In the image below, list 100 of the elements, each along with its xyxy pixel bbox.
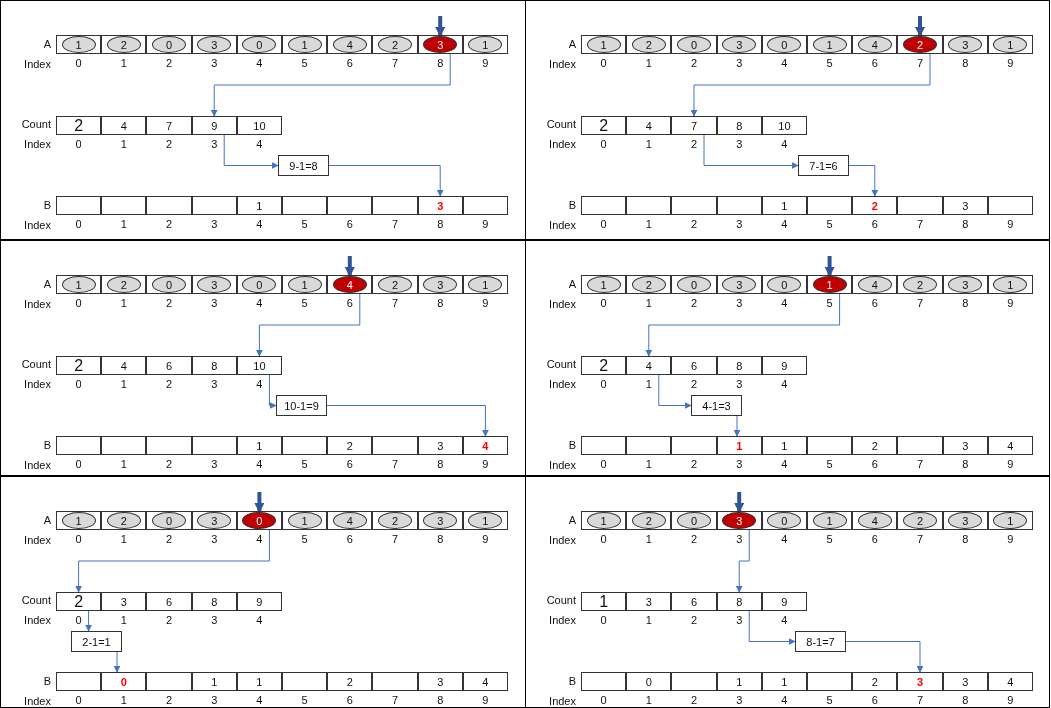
- index-number: 5: [300, 533, 309, 545]
- index-number: 9: [481, 533, 490, 545]
- output-cell: 1: [191, 672, 237, 691]
- output-cell: 1: [716, 672, 762, 691]
- connector-arrow: [268, 374, 277, 409]
- index-number: 4: [780, 218, 789, 230]
- output-cell: [807, 436, 853, 455]
- output-cell: 2: [327, 436, 373, 455]
- index-number: 8: [961, 297, 970, 309]
- output-cell: [626, 196, 672, 215]
- row-label: B: [567, 675, 576, 687]
- index-number: 7: [390, 297, 400, 309]
- value-oval: 4: [332, 276, 367, 293]
- step-panel: [525, 0, 1050, 240]
- index-number: 2: [164, 297, 174, 309]
- index-number: 6: [870, 218, 879, 230]
- index-number: 0: [74, 138, 83, 150]
- output-cell: 2: [852, 196, 898, 215]
- connector-arrow: [733, 415, 741, 437]
- value-oval: 1: [586, 36, 621, 53]
- index-number: 3: [210, 694, 219, 706]
- index-number: 4: [780, 297, 789, 309]
- count-cell: 2: [56, 116, 102, 135]
- index-number: 4: [255, 458, 264, 470]
- index-label: Index: [23, 459, 51, 471]
- count-cell: 8: [191, 356, 237, 375]
- index-number: 2: [689, 218, 699, 230]
- pointer-arrow: [734, 492, 745, 513]
- index-number: 3: [210, 57, 219, 69]
- value-oval: 0: [677, 512, 711, 529]
- count-cell: 7: [146, 116, 192, 135]
- output-cell: [146, 196, 192, 215]
- index-number: 7: [390, 218, 400, 230]
- index-number: 3: [735, 458, 744, 470]
- index-number: 8: [436, 533, 445, 545]
- output-cell: [372, 196, 418, 215]
- index-number: 7: [915, 533, 925, 545]
- index-number: 9: [1006, 297, 1015, 309]
- index-label: Index: [23, 695, 51, 707]
- output-cell: [626, 436, 672, 455]
- index-number: 4: [255, 378, 264, 390]
- value-oval: 2: [631, 36, 666, 53]
- row-label: A: [42, 38, 51, 50]
- index-number: 4: [255, 57, 264, 69]
- index-number: 3: [735, 218, 744, 230]
- index-number: 4: [255, 138, 264, 150]
- index-number: 9: [481, 297, 490, 309]
- index-number: 3: [210, 218, 219, 230]
- index-number: 1: [644, 614, 653, 626]
- value-oval: 2: [903, 36, 937, 53]
- value-oval: 1: [586, 512, 621, 529]
- output-cell: [462, 196, 508, 215]
- index-number: 1: [119, 218, 128, 230]
- index-number: 0: [74, 533, 83, 545]
- value-oval: 2: [106, 36, 141, 53]
- value-oval: 1: [993, 512, 1028, 529]
- output-cell: [191, 196, 237, 215]
- index-number: 4: [255, 694, 264, 706]
- index-number: 1: [644, 138, 653, 150]
- count-cell: 9: [761, 592, 807, 611]
- index-number: 2: [689, 138, 699, 150]
- output-cell: 0: [626, 672, 672, 691]
- count-cell: 8: [716, 116, 762, 135]
- output-cell: [146, 672, 192, 691]
- value-oval: 1: [586, 276, 621, 293]
- value-oval: 0: [767, 36, 802, 53]
- index-number: 1: [119, 297, 128, 309]
- index-number: 8: [436, 694, 445, 706]
- connector-arrow: [658, 374, 692, 409]
- index-number: 1: [644, 533, 653, 545]
- index-number: 8: [961, 218, 970, 230]
- index-label: Index: [548, 534, 576, 546]
- index-number: 9: [1006, 218, 1015, 230]
- index-number: 8: [436, 218, 445, 230]
- count-cell: 8: [716, 356, 762, 375]
- index-label: Index: [548, 459, 576, 471]
- count-cell: 8: [191, 592, 237, 611]
- value-oval: 3: [197, 36, 232, 53]
- index-number: 2: [164, 57, 174, 69]
- calculation-box: 10-1=9: [276, 395, 327, 416]
- connector-arrow: [255, 292, 361, 357]
- count-cell: 7: [671, 116, 717, 135]
- value-oval: 0: [152, 276, 186, 293]
- index-number: 6: [870, 533, 879, 545]
- index-number: 0: [599, 378, 608, 390]
- value-oval: 1: [812, 276, 847, 293]
- index-number: 8: [961, 458, 970, 470]
- index-number: 4: [780, 57, 789, 69]
- index-number: 4: [780, 138, 789, 150]
- value-oval: 0: [677, 36, 711, 53]
- count-cell: 3: [626, 592, 672, 611]
- index-number: 0: [599, 614, 608, 626]
- index-number: 5: [300, 218, 309, 230]
- output-cell: [807, 672, 853, 691]
- index-label: Index: [23, 138, 51, 150]
- index-number: 9: [1006, 533, 1015, 545]
- index-number: 7: [915, 694, 925, 706]
- index-number: 4: [780, 458, 789, 470]
- index-number: 0: [599, 694, 608, 706]
- count-cell: 4: [101, 116, 147, 135]
